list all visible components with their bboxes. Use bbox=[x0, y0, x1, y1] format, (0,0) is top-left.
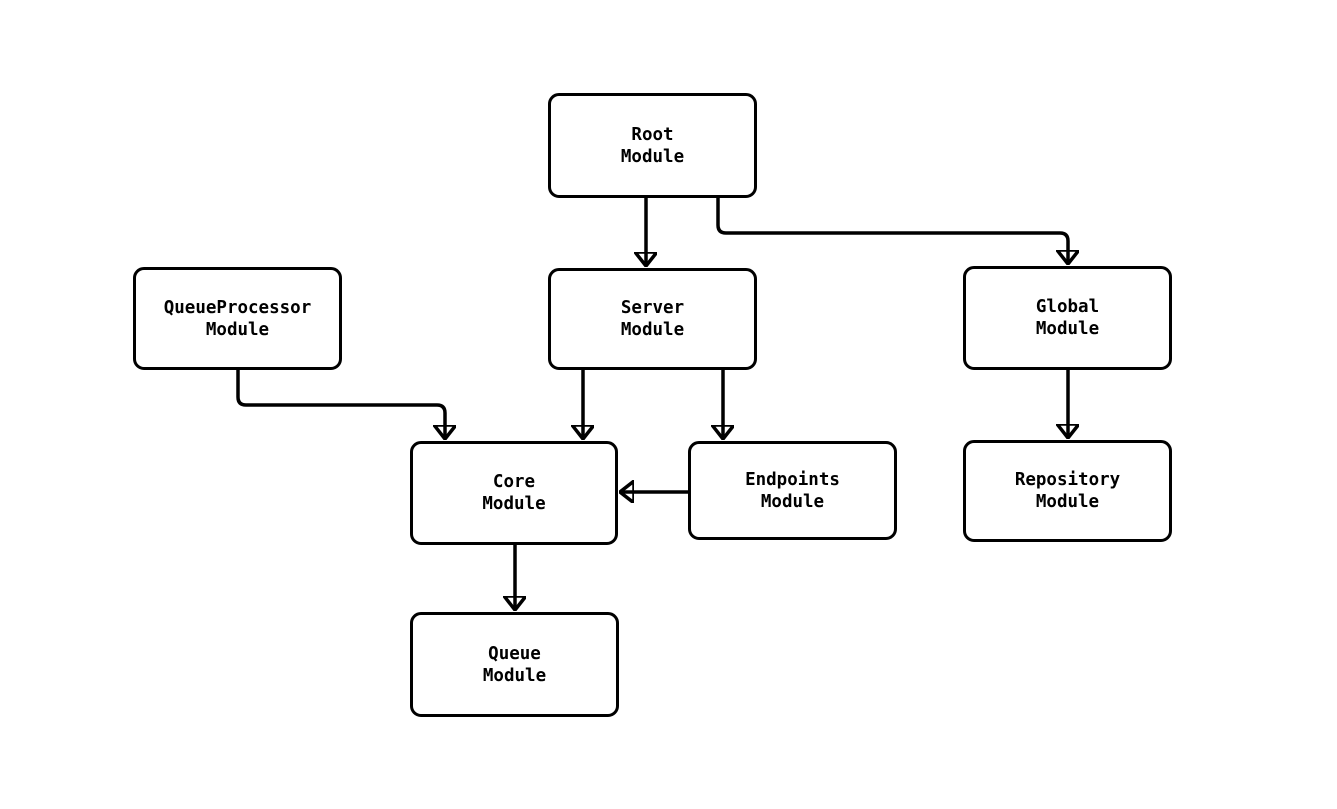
node-endpoints-module: Endpoints Module bbox=[688, 441, 897, 540]
node-queueprocessor-module: QueueProcessor Module bbox=[133, 267, 342, 370]
node-repository-module-label: Repository Module bbox=[1014, 470, 1121, 512]
node-server-module-label: Server Module bbox=[620, 298, 685, 340]
node-server-module: Server Module bbox=[548, 268, 757, 370]
node-root-module: Root Module bbox=[548, 93, 757, 198]
edge-root-to-global bbox=[716, 198, 1068, 264]
edge-queueprocessor-to-core bbox=[236, 370, 445, 439]
node-root-module-label: Root Module bbox=[620, 124, 685, 167]
node-queueprocessor-module-label: QueueProcessor Module bbox=[163, 297, 312, 340]
node-queue-module: Queue Module bbox=[410, 612, 619, 717]
node-global-module-label: Global Module bbox=[1035, 297, 1100, 339]
node-endpoints-module-label: Endpoints Module bbox=[745, 469, 840, 512]
node-global-module: Global Module bbox=[963, 266, 1172, 370]
node-core-module-label: Core Module bbox=[482, 472, 546, 514]
node-queue-module-label: Queue Module bbox=[482, 643, 547, 686]
node-repository-module: Repository Module bbox=[963, 440, 1172, 542]
node-core-module: Core Module bbox=[410, 441, 618, 545]
